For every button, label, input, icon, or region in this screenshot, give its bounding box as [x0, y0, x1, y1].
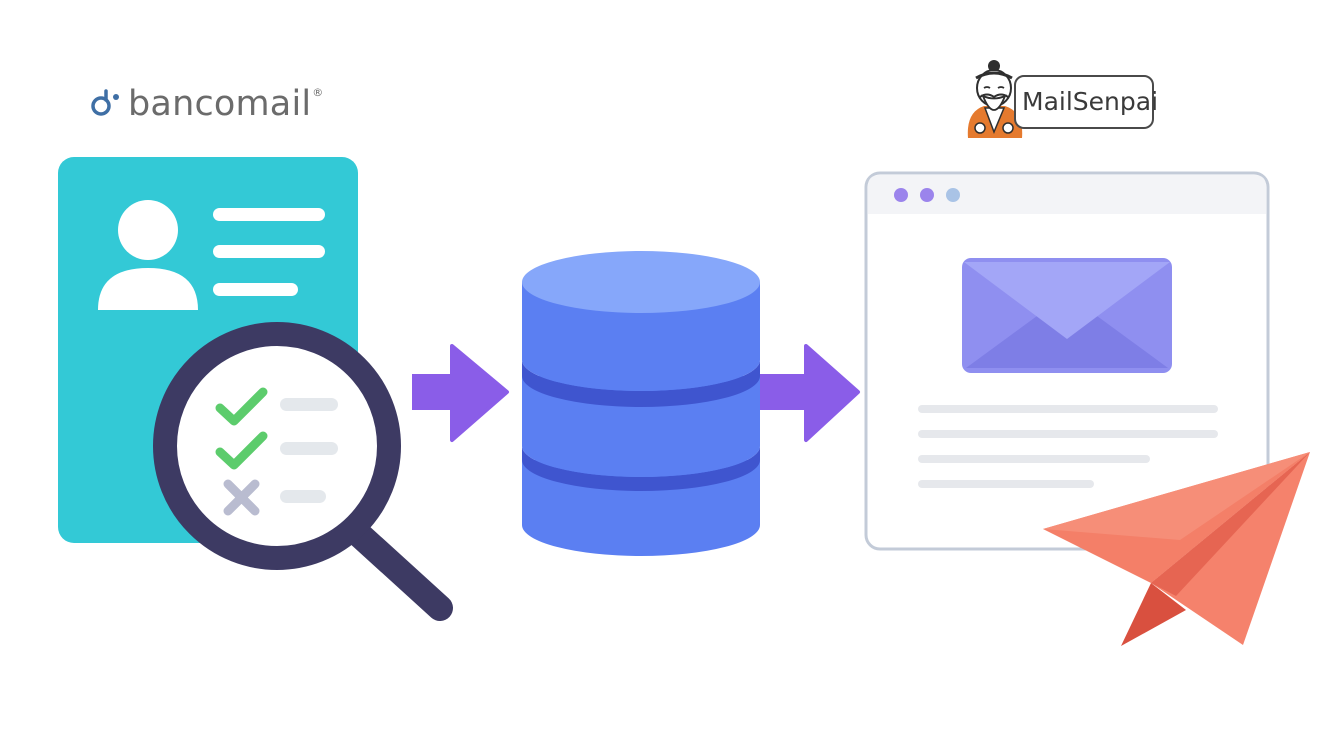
envelope-icon — [962, 258, 1172, 373]
content-line-2 — [918, 430, 1218, 438]
senpai-mascot-icon — [967, 60, 1023, 138]
database-band-1 — [522, 360, 760, 407]
content-line-1 — [918, 405, 1218, 413]
card-line-1 — [213, 208, 325, 221]
checklist-line-3 — [280, 490, 326, 503]
mailsenpai-badge — [1014, 75, 1154, 129]
window-dot-icon — [894, 188, 908, 202]
paper-plane-icon — [1043, 452, 1310, 646]
check-icon — [215, 387, 268, 426]
database-icon — [522, 251, 760, 556]
cross-icon — [223, 479, 260, 516]
content-line-3 — [918, 455, 1150, 463]
window-dot-icon — [946, 188, 960, 202]
check-icon — [215, 431, 268, 470]
database-lid — [522, 251, 760, 313]
mailsenpai-logo: MailSenpai — [966, 58, 1158, 150]
bancomail-wordmark: bancomail — [128, 84, 312, 124]
content-line-4 — [918, 480, 1094, 488]
registered-mark: ® — [312, 85, 324, 99]
mailsenpai-wordmark: MailSenpai — [1022, 87, 1159, 116]
bancomail-dot-icon — [91, 89, 119, 116]
card-line-2 — [213, 245, 325, 258]
bancomail-logo: bancomail® — [88, 82, 323, 126]
database-segment-top — [522, 282, 760, 391]
checklist-line-1 — [280, 398, 338, 411]
database-band-2 — [522, 446, 760, 491]
card-line-3 — [213, 283, 298, 296]
arrow-right-icon — [412, 344, 509, 442]
avatar-head — [118, 200, 178, 260]
window-dot-icon — [920, 188, 934, 202]
magnifier-icon — [153, 322, 453, 621]
browser-window-icon — [864, 171, 1270, 551]
avatar-body — [98, 268, 198, 310]
magnifier-handle — [339, 515, 453, 621]
browser-title-bar — [868, 175, 1266, 214]
magnifier-lens — [153, 322, 401, 570]
arrow-right-icon — [760, 344, 860, 442]
checklist-line-2 — [280, 442, 338, 455]
